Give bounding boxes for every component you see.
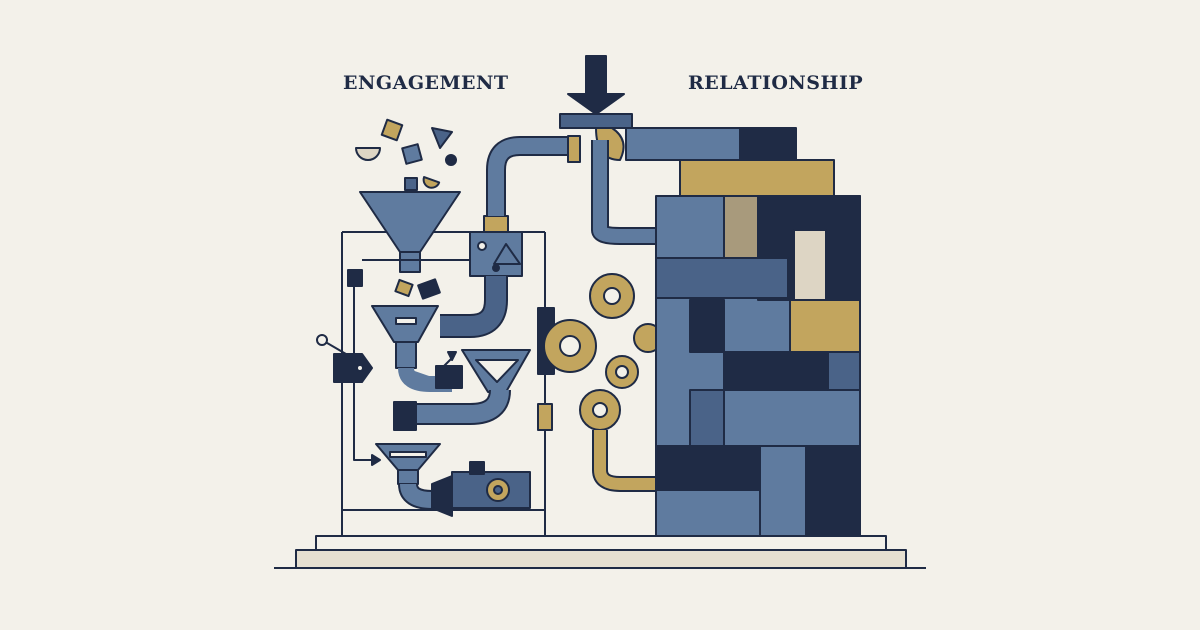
small-block bbox=[347, 269, 363, 287]
engagement-label: ENGAGEMENT bbox=[343, 72, 509, 94]
platform-base bbox=[274, 535, 926, 569]
motor-block bbox=[451, 461, 531, 509]
block-structure-icon bbox=[655, 127, 861, 537]
gear-icon bbox=[579, 389, 621, 431]
pipe-icon bbox=[440, 136, 570, 338]
funnel-icon bbox=[359, 191, 461, 273]
down-arrow-icon bbox=[567, 55, 625, 115]
gear-icon bbox=[543, 319, 597, 373]
gear-icon bbox=[589, 273, 635, 319]
funnel-icon bbox=[375, 443, 441, 485]
router-box bbox=[469, 215, 523, 277]
gear-icon bbox=[605, 355, 639, 389]
lever-icon bbox=[316, 334, 347, 355]
pipe-icon bbox=[410, 389, 511, 425]
funnel-icon bbox=[371, 305, 439, 369]
relationship-label: RELATIONSHIP bbox=[688, 72, 864, 94]
funnel-icon bbox=[461, 349, 531, 393]
falling-shapes bbox=[355, 118, 457, 191]
